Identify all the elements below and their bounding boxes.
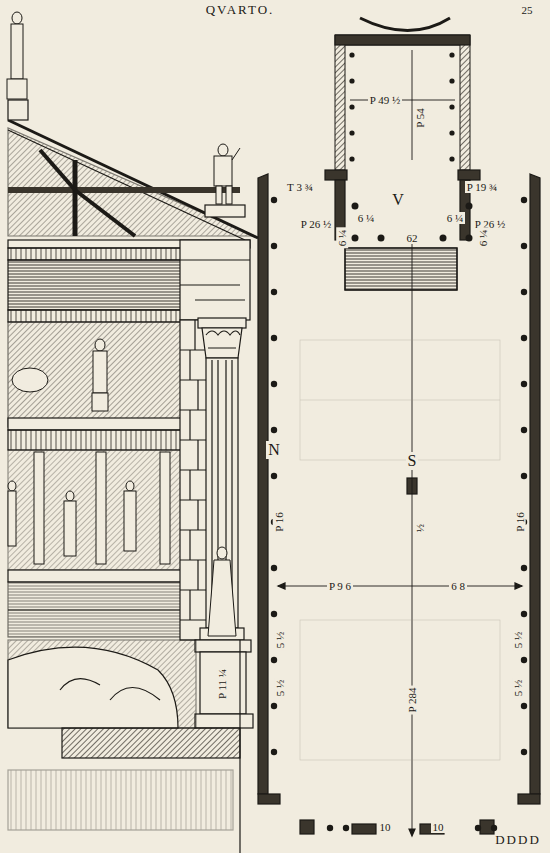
dimension-label: 5 ½ <box>512 630 524 651</box>
column-dot <box>521 335 527 341</box>
dimension-label: 6 ¼ <box>445 212 466 224</box>
running-head: QVARTO. <box>204 3 277 17</box>
column-dot <box>449 104 454 109</box>
dimension-label: P 11 ¼ <box>216 667 228 701</box>
column-dot <box>271 335 277 341</box>
column-dot <box>271 565 277 571</box>
dimension-label: 10 <box>378 821 393 833</box>
temple-plan <box>258 18 540 836</box>
column-dot <box>475 825 481 831</box>
column-dot <box>521 657 527 663</box>
dimension-label: 5 ½ <box>274 630 286 651</box>
column-dot <box>440 235 447 242</box>
column-dot <box>352 203 359 210</box>
dimension-label: 6 ¼ <box>336 228 348 249</box>
column-dot <box>271 243 277 249</box>
dimension-label: 6 ¼ <box>356 212 377 224</box>
dimension-label: P 284 <box>406 686 418 715</box>
dimension-label: V <box>390 191 406 209</box>
column-dot <box>271 427 277 433</box>
column-dot <box>449 130 454 135</box>
column-dot <box>521 611 527 617</box>
column-dot <box>343 825 349 831</box>
column-dot <box>521 243 527 249</box>
column-dot <box>271 473 277 479</box>
column-dot <box>449 156 454 161</box>
column-dot <box>449 78 454 83</box>
column-dot <box>521 197 527 203</box>
dimension-label: 5 ½ <box>274 678 286 699</box>
column-dot <box>349 156 354 161</box>
column-dot <box>271 197 277 203</box>
dimension-label: N <box>266 441 282 459</box>
dimension-label: 6 ¼ <box>477 228 489 249</box>
dimension-label: 25 <box>520 4 535 16</box>
column-dot <box>271 703 277 709</box>
column-dot <box>349 78 354 83</box>
dimension-label: P 49 ½ <box>368 94 402 106</box>
column-dot <box>349 52 354 57</box>
column-dot <box>521 703 527 709</box>
column-dot <box>271 611 277 617</box>
column-dot <box>521 749 527 755</box>
dimension-label: P 26 ½ <box>299 218 333 230</box>
dimension-label: P 9 6 <box>327 580 353 592</box>
dimension-label: P 54 <box>414 106 426 129</box>
column-dot <box>352 235 359 242</box>
dimension-label: P 16 <box>273 510 285 533</box>
column-dot <box>521 565 527 571</box>
column-dot <box>521 381 527 387</box>
column-dots <box>271 52 527 831</box>
column-dot <box>271 289 277 295</box>
dimension-label: T 3 ¾ <box>285 181 315 193</box>
column-dot <box>521 473 527 479</box>
dimension-label: 10 <box>431 821 446 833</box>
column-dot <box>449 52 454 57</box>
dimension-label: P 19 ¾ <box>465 181 499 193</box>
dimension-label: ½ <box>414 522 426 534</box>
column-dot <box>378 235 385 242</box>
dimension-label: 5 ½ <box>512 678 524 699</box>
signature-mark: DDDD <box>493 833 543 847</box>
column-dot <box>271 749 277 755</box>
column-dot <box>349 104 354 109</box>
dimension-label: 6 8 <box>449 580 467 592</box>
column-dot <box>466 235 473 242</box>
column-dot <box>491 825 497 831</box>
column-dot <box>271 381 277 387</box>
column-dot <box>521 289 527 295</box>
dimension-label: S <box>406 452 419 470</box>
dimension-label: 62 <box>405 232 420 244</box>
column-dot <box>521 427 527 433</box>
elevation <box>7 12 258 853</box>
column-dot <box>327 825 333 831</box>
column-dot <box>466 203 473 210</box>
dimension-label: P 16 <box>514 510 526 533</box>
column-dot <box>271 657 277 663</box>
column-dot <box>349 130 354 135</box>
